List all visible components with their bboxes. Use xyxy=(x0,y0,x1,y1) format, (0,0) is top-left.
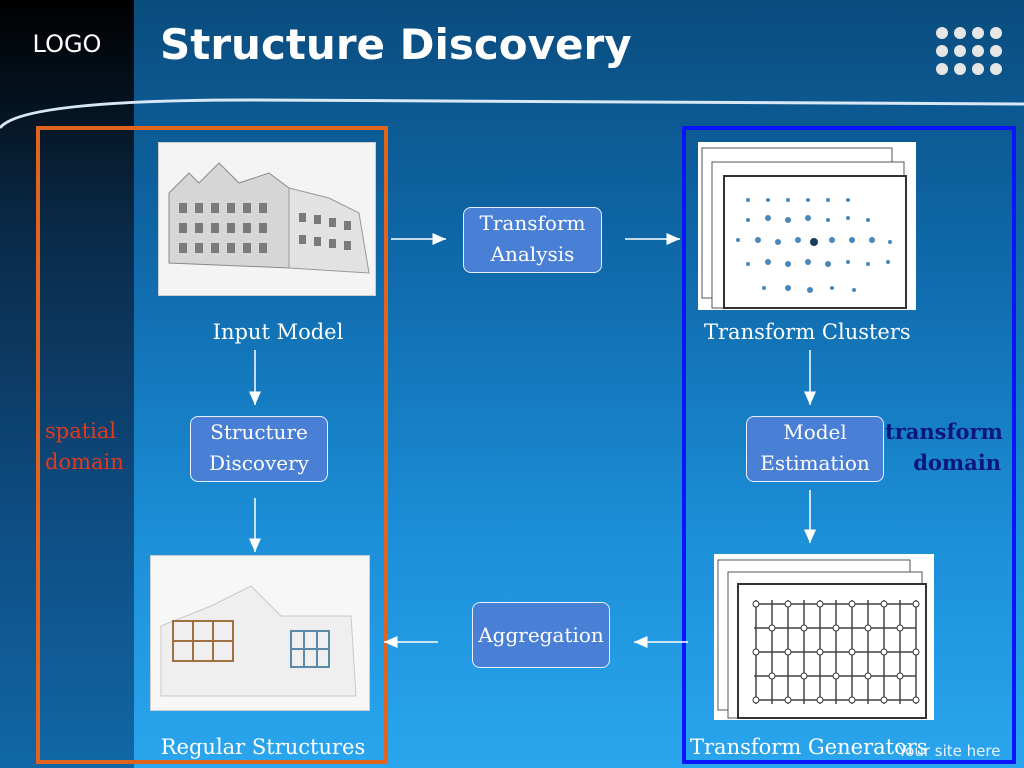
logo: LOGO xyxy=(32,30,102,58)
footer-site-text: Your site here xyxy=(898,742,1001,760)
input-model-caption: Input Model xyxy=(212,320,344,344)
transform-clusters-caption: Transform Clusters xyxy=(704,320,911,344)
model-estimation-node[interactable]: Model Estimation xyxy=(746,416,884,482)
transform-domain-label: transform domain xyxy=(885,416,1003,478)
spatial-line-2: domain xyxy=(45,450,124,474)
header-arc xyxy=(0,98,1024,129)
aggregation-node[interactable]: Aggregation xyxy=(472,602,610,668)
transform-domain-frame xyxy=(682,126,1016,764)
structure-discovery-label: Structure Discovery xyxy=(209,420,309,475)
slide-title: Structure Discovery xyxy=(160,20,632,69)
dot-grid-icon xyxy=(936,27,1002,75)
transform-generators-caption: Transform Generators xyxy=(690,735,928,759)
transform-analysis-node[interactable]: Transform Analysis xyxy=(463,207,602,273)
aggregation-label: Aggregation xyxy=(478,623,604,647)
transform-line-1: transform xyxy=(885,419,1003,444)
structure-discovery-node[interactable]: Structure Discovery xyxy=(190,416,328,482)
spatial-line-1: spatial xyxy=(45,419,117,443)
transform-clusters-image xyxy=(698,142,916,310)
spatial-domain-label: spatial domain xyxy=(45,416,124,478)
transform-generators-image xyxy=(714,554,934,720)
transform-analysis-label: Transform Analysis xyxy=(479,211,586,266)
regular-structures-caption: Regular Structures xyxy=(160,735,366,759)
input-model-image xyxy=(158,142,376,296)
model-estimation-label: Model Estimation xyxy=(760,420,870,475)
regular-structures-image xyxy=(150,555,370,711)
transform-line-2: domain xyxy=(913,450,1001,475)
spatial-domain-frame xyxy=(36,126,388,764)
